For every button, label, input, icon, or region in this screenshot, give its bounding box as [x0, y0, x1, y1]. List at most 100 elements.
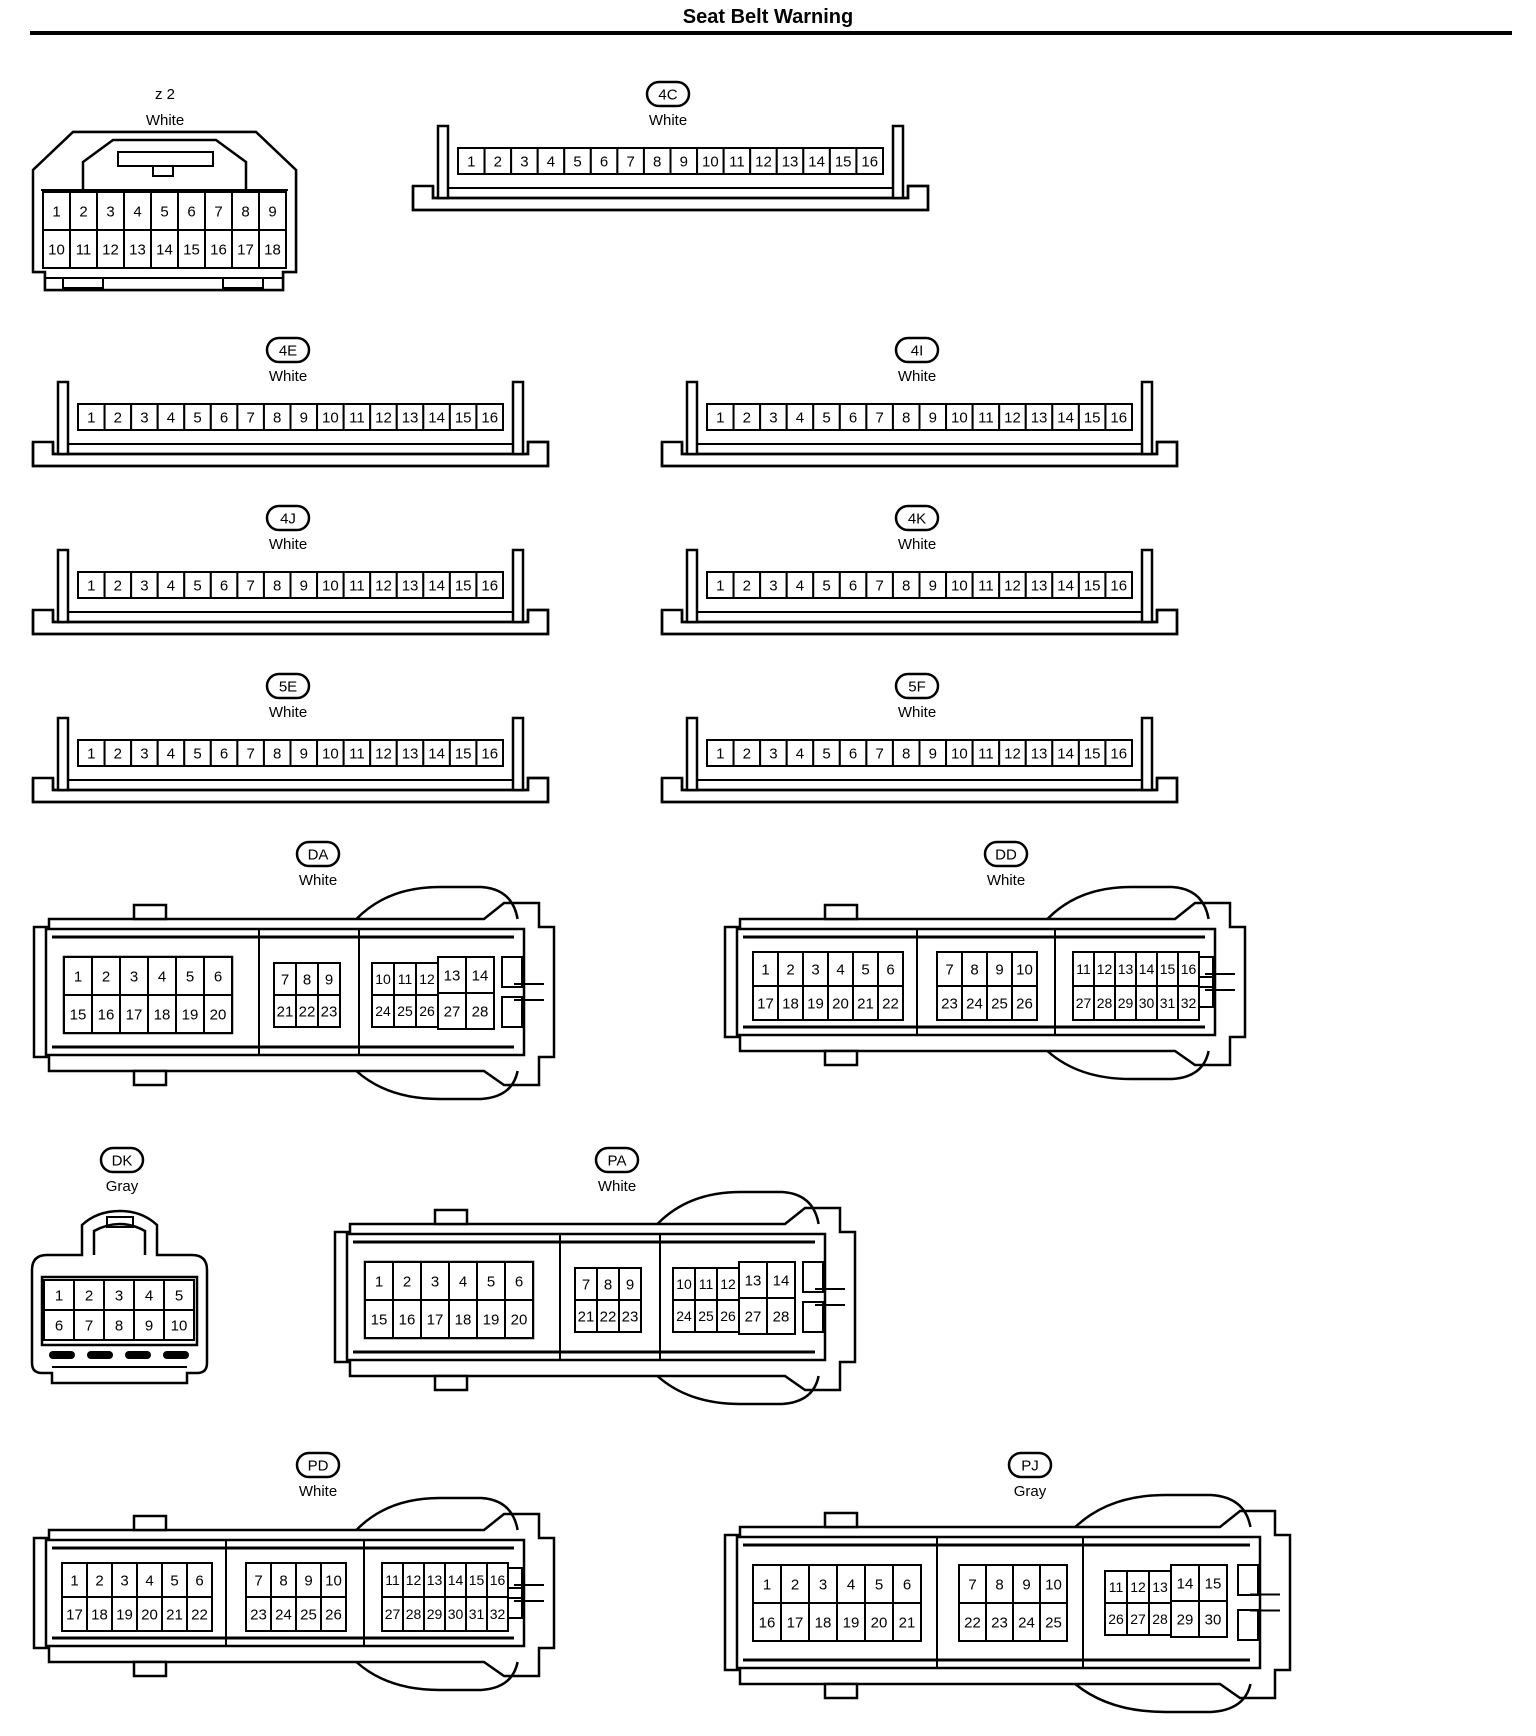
pin-cell: 30 — [444, 1596, 467, 1632]
pin-cell: 6 — [177, 191, 206, 231]
pin-number: 10 — [171, 1317, 188, 1334]
pin-number: 19 — [116, 1606, 133, 1623]
pin-cell: 3 — [130, 403, 159, 431]
pin-number: 29 — [1118, 995, 1134, 1011]
pin-cell: 27 — [1072, 985, 1095, 1021]
pin-cell: 7 — [574, 1267, 598, 1301]
pin-cell: 12 — [415, 962, 439, 996]
pin-cell: 14 — [422, 739, 451, 767]
pin-number: 6 — [55, 1317, 63, 1334]
pin-cell: 24 — [961, 985, 988, 1021]
pin-cell: 5 — [476, 1261, 506, 1301]
pin-cell: 23 — [317, 994, 341, 1028]
pin-number: 4 — [836, 961, 844, 978]
connector-color: Gray — [1014, 1483, 1047, 1500]
pin-cell: 8 — [985, 1564, 1014, 1604]
pin-number: 12 — [1004, 409, 1021, 426]
pin-cell: 12 — [749, 147, 778, 175]
pin-cell: 8 — [596, 1267, 620, 1301]
pin-number: 17 — [787, 1614, 804, 1631]
pin-number: 1 — [87, 409, 95, 426]
pin-number: 15 — [835, 153, 852, 170]
pin-cell: 7 — [865, 403, 894, 431]
pin-number: 2 — [79, 203, 87, 220]
pin-cell: 12 — [998, 571, 1027, 599]
pin-number: 24 — [966, 995, 983, 1012]
pin-cell: 24 — [672, 1299, 696, 1333]
pin-cell: 26 — [716, 1299, 740, 1333]
pin-number: 14 — [156, 241, 173, 258]
pin-number: 2 — [95, 1572, 103, 1589]
pin-cell: 5 — [183, 571, 212, 599]
pin-cell: 4 — [785, 739, 815, 767]
pin-number: 25 — [397, 1003, 413, 1019]
pin-cell: 3 — [759, 403, 788, 431]
pin-number: 11 — [349, 409, 365, 426]
pin-cell: 6 — [209, 403, 239, 431]
pin-number: 6 — [515, 1273, 523, 1290]
pin-number: 23 — [991, 1614, 1008, 1631]
pin-number: 5 — [175, 1287, 183, 1304]
pin-number: 5 — [875, 1576, 883, 1593]
pin-number: 14 — [448, 1572, 464, 1588]
pin-number: 6 — [214, 968, 222, 985]
pin-number: 2 — [743, 409, 751, 426]
pin-cell: 6 — [504, 1261, 534, 1301]
pin-number: 7 — [945, 961, 953, 978]
pin-cell: 16 — [752, 1602, 782, 1642]
pin-cell: 8 — [961, 951, 988, 987]
pin-cell: 20 — [864, 1602, 894, 1642]
pin-number: 14 — [773, 1272, 790, 1289]
pin-cell: 5 — [183, 403, 212, 431]
page-title: Seat Belt Warning — [682, 6, 854, 28]
pin-cell: 6 — [892, 1564, 922, 1604]
connector-id: 5F — [908, 679, 926, 696]
pin-number: 3 — [520, 153, 528, 170]
pin-cell: 17 — [752, 985, 779, 1021]
pin-cell: 10 — [1039, 1564, 1068, 1604]
pin-cell: 3 — [759, 571, 788, 599]
pin-cell: 2 — [777, 951, 804, 987]
pin-cell: 29 — [1114, 985, 1137, 1021]
pin-cell: 4 — [147, 956, 177, 996]
pin-number: 3 — [140, 745, 148, 762]
pin-number: 13 — [402, 577, 419, 594]
pin-number: 17 — [66, 1606, 83, 1623]
pin-number: 3 — [115, 1287, 123, 1304]
pin-number: 14 — [1057, 577, 1074, 594]
pin-cell: 1 — [752, 1564, 782, 1604]
pin-number: 15 — [455, 745, 472, 762]
pin-number: 4 — [796, 577, 804, 594]
pin-cell: 31 — [465, 1596, 488, 1632]
pin-number: 6 — [195, 1572, 203, 1589]
pin-cell: 25 — [986, 985, 1013, 1021]
pin-cell: 9 — [618, 1267, 642, 1301]
pin-cell: 13 — [738, 1261, 768, 1299]
pin-cell: 19 — [175, 994, 205, 1034]
pin-number: 5 — [160, 203, 168, 220]
pin-cell: 23 — [245, 1596, 272, 1632]
pin-cell: 2 — [86, 1562, 113, 1598]
connector-color: White — [269, 704, 307, 721]
pin-number: 14 — [428, 745, 445, 762]
pin-cell: 10 — [42, 229, 71, 269]
pin-number: 8 — [273, 577, 281, 594]
pin-number: 12 — [419, 971, 435, 987]
pin-number: 5 — [193, 745, 201, 762]
pin-number: 20 — [871, 1614, 888, 1631]
pin-cell: 1 — [752, 951, 779, 987]
pin-number: 5 — [861, 961, 869, 978]
pin-cell: 1 — [706, 739, 735, 767]
pin-cell: 2 — [780, 1564, 810, 1604]
pin-cell: 11 — [342, 403, 372, 431]
pin-cell: 7 — [936, 951, 963, 987]
pin-cell: 3 — [111, 1562, 138, 1598]
pin-cell: 30 — [1135, 985, 1158, 1021]
pin-number: 16 — [399, 1311, 416, 1328]
pin-cell: 10 — [945, 403, 974, 431]
pin-cell: 8 — [891, 571, 921, 599]
pin-number: 10 — [1045, 1576, 1062, 1593]
pin-cell: 10 — [696, 147, 725, 175]
